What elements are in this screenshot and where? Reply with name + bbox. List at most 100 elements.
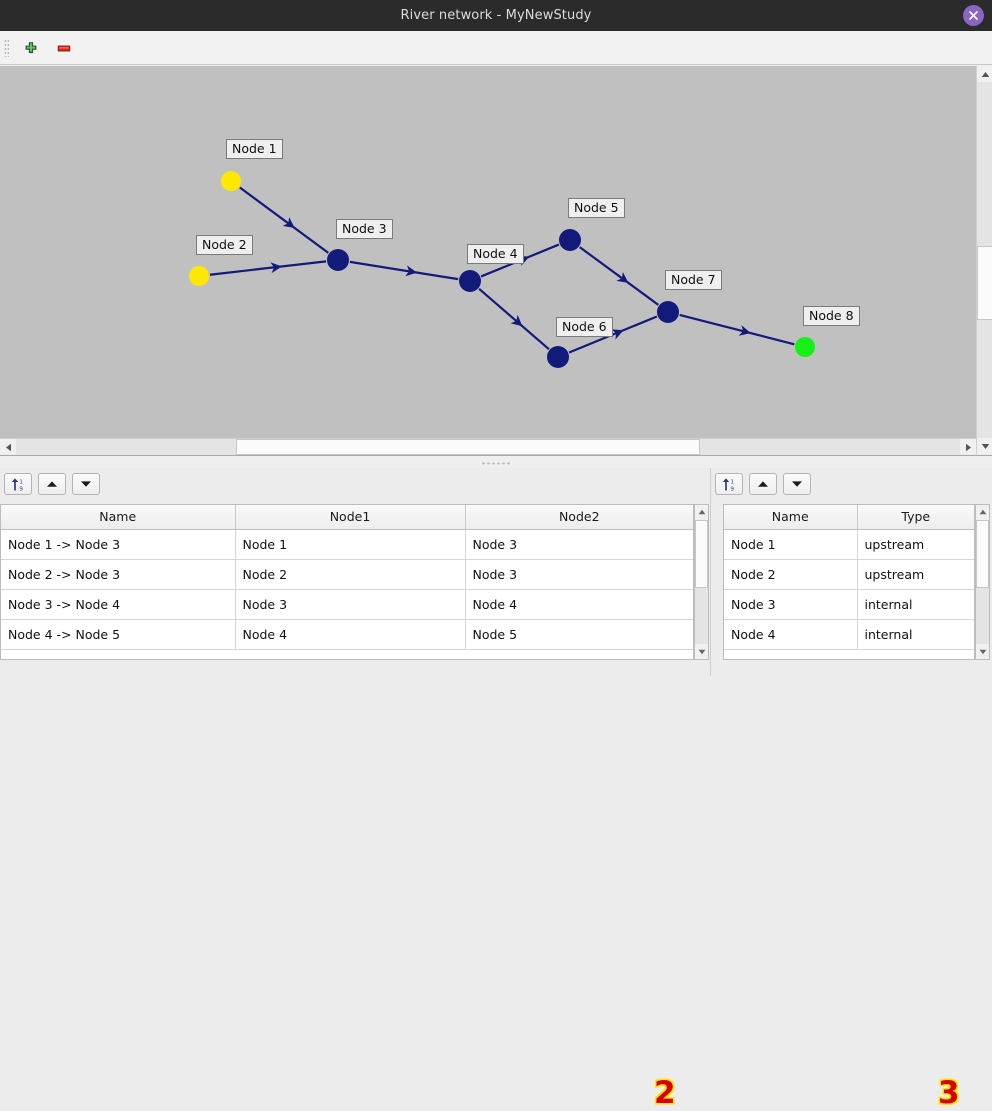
graph-node-n5[interactable] [559,229,581,251]
graph-node-label-n3[interactable]: Node 3 [336,219,393,240]
reaches-cell-2-1[interactable]: Node 3 [235,589,466,620]
reaches-cell-1-2[interactable]: Node 3 [465,559,693,590]
graph-node-n8[interactable] [795,337,815,357]
edge-n6-n7[interactable] [568,315,658,354]
close-button[interactable] [963,5,984,26]
river-network-graph[interactable] [0,66,976,438]
reaches-column-header-0[interactable]: Name [1,505,236,530]
edge-n7-n8[interactable] [679,313,795,346]
graph-node-label-n4[interactable]: Node 4 [467,244,524,265]
scroll-track-lower[interactable] [977,320,992,438]
scroll-up-arrow[interactable] [977,66,992,82]
graph-node-label-n7[interactable]: Node 7 [665,270,722,291]
sort-ascending-icon: 1 9 [722,477,734,492]
nodes-cell-2-0[interactable]: Node 3 [724,589,858,620]
river-network-canvas[interactable]: Node 1 Node 2 Node 3 Node 4 Node 5 Node 6 Node… [0,66,992,509]
delete-node-button[interactable] [51,36,77,60]
nodes-move-up-button[interactable] [749,473,777,495]
reaches-cell-3-0[interactable]: Node 4 -> Node 5 [1,619,236,650]
nodes-cell-3-1[interactable]: internal [857,619,974,650]
reaches-cell-0-1[interactable]: Node 1 [235,529,466,560]
canvas-vertical-scrollbar[interactable] [976,66,992,454]
scroll-right-arrow[interactable] [960,439,976,455]
scroll-track-upper[interactable] [977,82,992,246]
hscroll-track-right[interactable] [700,439,960,455]
scroll-track-lower[interactable] [976,588,989,644]
reaches-cell-1-1[interactable]: Node 2 [235,559,466,590]
graph-node-label-n5[interactable]: Node 5 [568,198,625,219]
scroll-up-arrow[interactable] [975,504,990,519]
nodes-cell-1-1[interactable]: upstream [857,559,974,590]
graph-node-n3[interactable] [327,249,349,271]
scroll-down-arrow[interactable] [977,438,992,454]
nodes-cell-1-0[interactable]: Node 2 [724,559,858,590]
hscroll-track-left[interactable] [16,439,236,455]
reaches-cell-0-0[interactable]: Node 1 -> Node 3 [1,529,236,560]
nodes-move-down-button[interactable] [783,473,811,495]
window-title: River network - MyNewStudy [400,8,592,23]
edge-n3-n4[interactable] [349,260,459,281]
reaches-table-scrollbar[interactable] [694,504,709,660]
reaches-cell-0-2[interactable]: Node 3 [465,529,693,560]
canvas-vscroll-thumb[interactable] [977,246,992,320]
graph-node-n2[interactable] [189,266,209,286]
nodes-table-scrollbar[interactable] [975,504,990,660]
reaches-cell-3-1[interactable]: Node 4 [235,619,466,650]
scroll-left-arrow[interactable] [0,439,16,455]
edge-n5-n7[interactable] [579,246,659,306]
edge-n4-n6[interactable] [478,288,550,350]
reaches-cell-2-2[interactable]: Node 4 [465,589,693,620]
reaches-cell-1-0[interactable]: Node 2 -> Node 3 [1,559,236,590]
reaches-cell-2-0[interactable]: Node 3 -> Node 4 [1,589,236,620]
graph-node-n4[interactable] [459,270,481,292]
graph-node-label-n2[interactable]: Node 2 [196,235,253,256]
nodes-cell-2-1[interactable]: internal [857,589,974,620]
node-layer[interactable] [189,171,815,368]
triangle-up-icon [47,481,57,487]
scroll-track-lower[interactable] [695,588,708,644]
nodes-column-header-0[interactable]: Name [724,505,858,530]
edge-arrow-n3-n4 [405,265,417,277]
nodes-cell-0-1[interactable]: upstream [857,529,974,560]
graph-node-n1[interactable] [221,171,241,191]
reaches-move-down-button[interactable] [72,473,100,495]
nodes-scroll-thumb[interactable] [976,520,989,588]
add-node-button[interactable] [18,36,44,60]
nodes-cell-3-0[interactable]: Node 4 [724,619,858,650]
canvas-horizontal-scrollbar[interactable] [0,438,976,455]
scroll-down-arrow[interactable] [975,644,990,659]
reaches-move-up-button[interactable] [38,473,66,495]
reaches-column-header-2[interactable]: Node2 [465,505,693,530]
graph-node-n7[interactable] [657,301,679,323]
graph-node-label-n1[interactable]: Node 1 [226,139,283,160]
reaches-scroll-thumb[interactable] [695,520,708,588]
canvas-hscroll-thumb[interactable] [236,439,700,455]
scroll-up-arrow[interactable] [694,504,709,519]
pane-splitter[interactable] [0,455,992,468]
nodes-cell-0-0[interactable]: Node 1 [724,529,858,560]
reaches-column-header-1[interactable]: Node1 [235,505,466,530]
nodes-column-header-1[interactable]: Type [857,505,974,530]
edge-n2-n3[interactable] [209,260,327,276]
graph-node-label-n6[interactable]: Node 6 [556,317,613,338]
scroll-down-arrow[interactable] [694,644,709,659]
nodes-sort-button[interactable]: 1 9 [715,473,743,495]
toolbar-grip[interactable] [4,39,9,57]
graph-node-label-n8[interactable]: Node 8 [803,306,860,327]
edge-n1-n3[interactable] [239,186,329,254]
graph-node-n6[interactable] [547,346,569,368]
reaches-sort-button[interactable]: 1 9 [4,473,32,495]
reaches-cell-3-2[interactable]: Node 5 [465,619,693,650]
